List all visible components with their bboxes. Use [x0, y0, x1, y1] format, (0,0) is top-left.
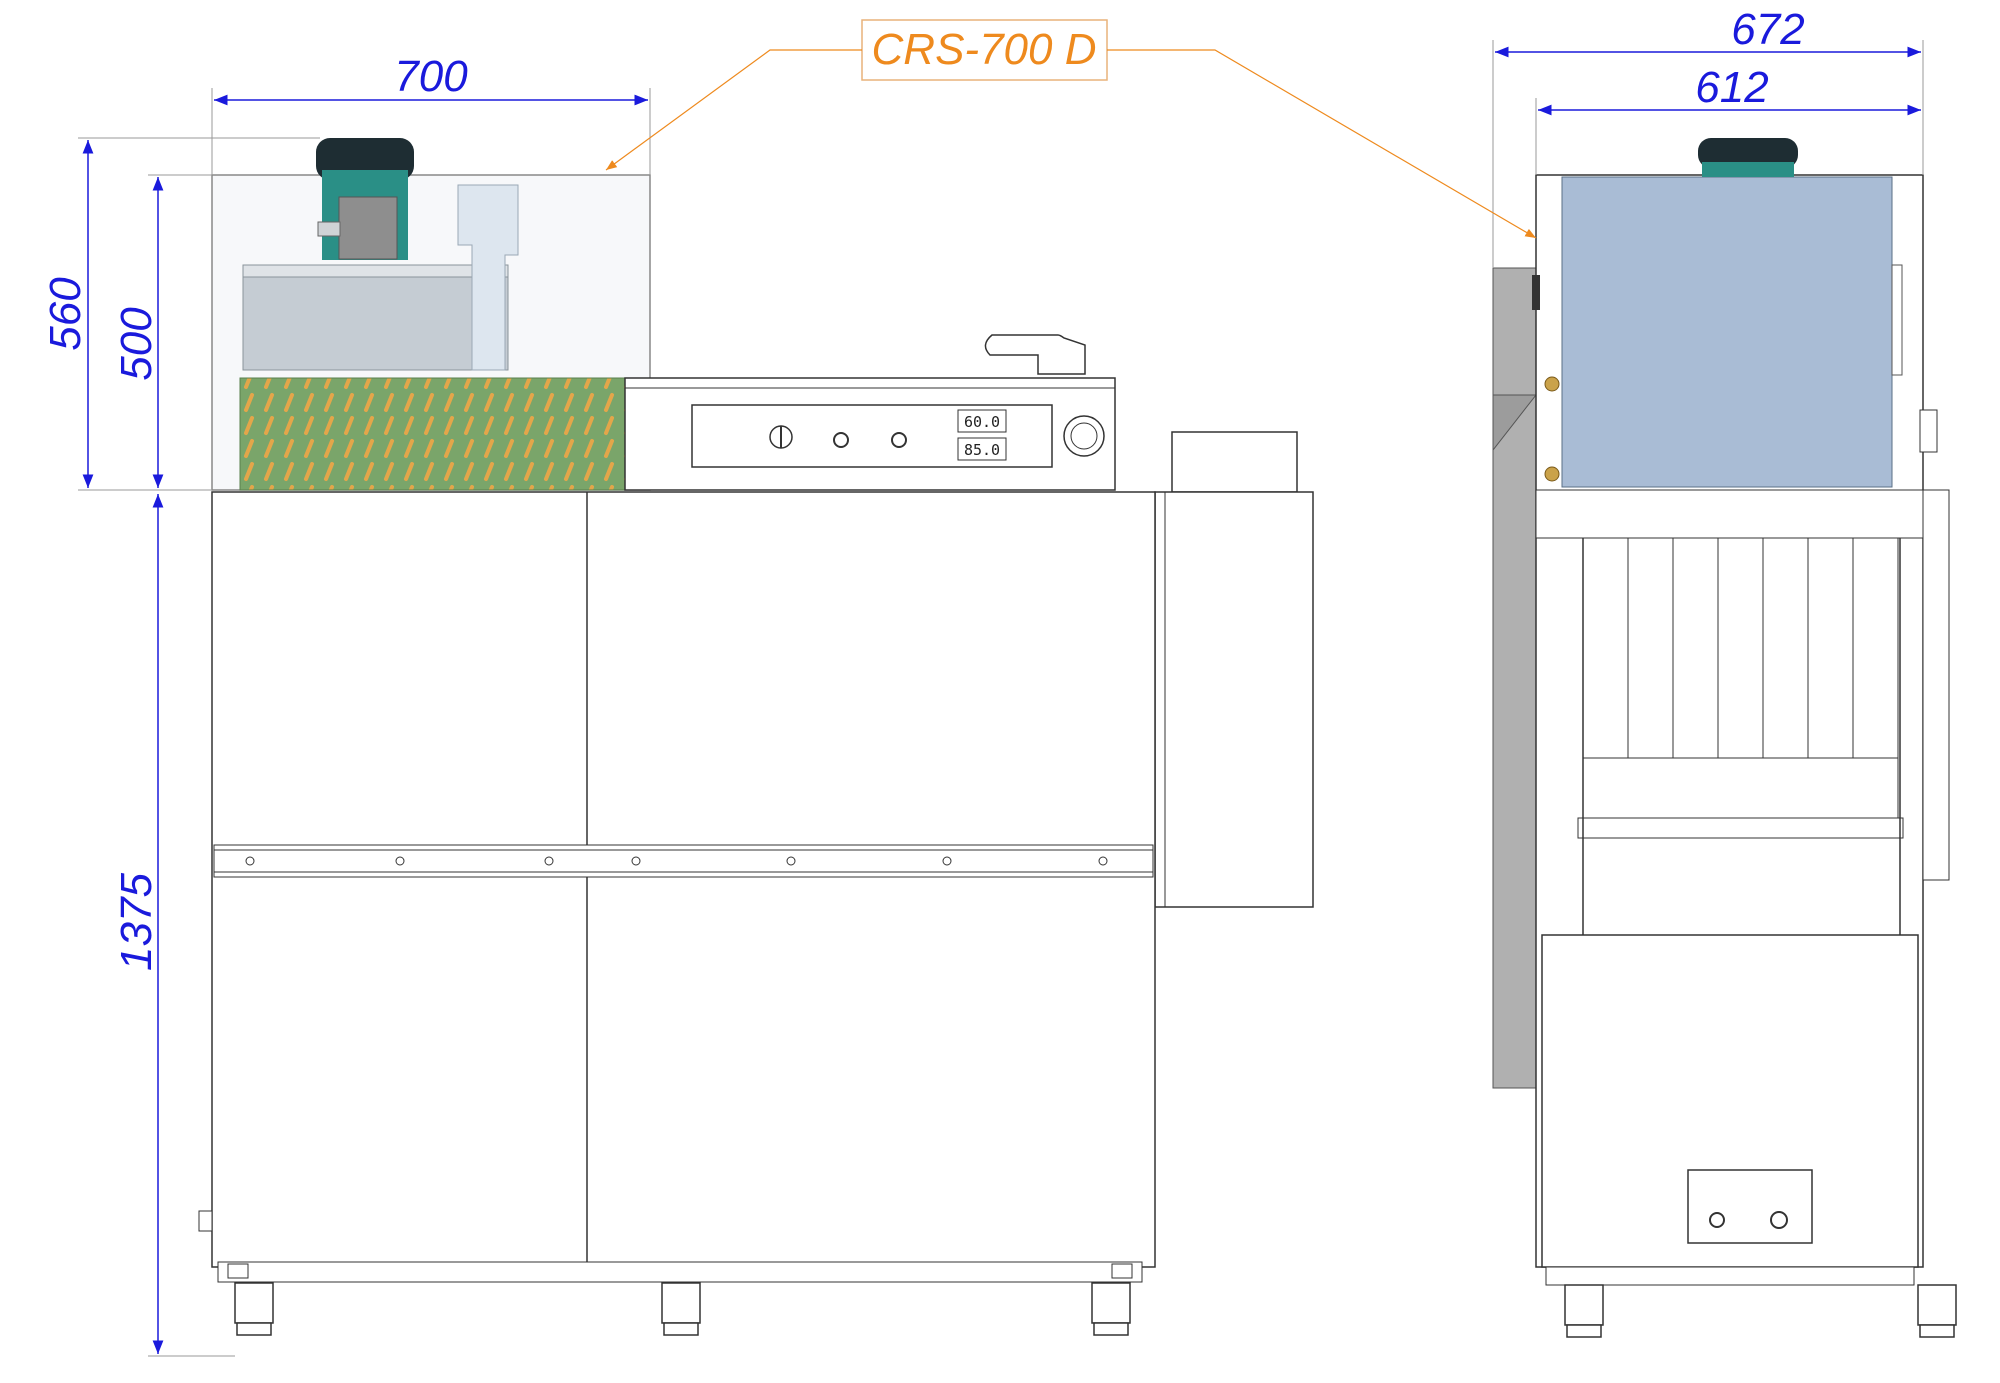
temp-display-2: [957, 437, 1007, 461]
booster-piping: [457, 184, 519, 371]
indicator-light-1: [833, 432, 849, 448]
motor-shaft: [317, 221, 341, 237]
side-top-rail: [1535, 489, 1924, 539]
dim-front-width: 700: [394, 52, 468, 101]
model-label-box: [861, 19, 1108, 81]
booster-tank: [242, 264, 509, 371]
curtain-strips: [1577, 537, 1904, 839]
dim-side-total-width: 672: [1731, 5, 1804, 54]
side-feet: [1564, 1284, 1957, 1338]
indicator-light-2: [891, 432, 907, 448]
dim-machine-height: 1375: [112, 873, 161, 971]
feet: [234, 1282, 1131, 1336]
drain-valve: [198, 1210, 213, 1232]
heat-exchanger-fins: [239, 377, 626, 491]
motor-cap: [316, 138, 414, 180]
front-view: 60.0 85.0: [198, 138, 1314, 1336]
booster-tank-top: [242, 264, 509, 278]
model-callout: CRS-700 D: [605, 19, 1537, 239]
side-control-box[interactable]: [1687, 1169, 1813, 1244]
machine-body: [211, 491, 1156, 1268]
booster-side-panel: [1561, 176, 1893, 488]
dim-booster-body-height: 500: [112, 307, 161, 381]
booster-side-connector: [1919, 409, 1938, 453]
side-view: [1492, 138, 1957, 1338]
motor-terminal-box: [338, 196, 398, 260]
control-handle: [984, 334, 1086, 375]
temp-display-1: [957, 409, 1007, 433]
side-motor-cap: [1698, 138, 1798, 168]
plinth: [217, 1261, 1143, 1283]
dimension-lines: [78, 40, 1924, 1357]
model-label: CRS-700 D: [872, 25, 1097, 74]
side-base: [1545, 1266, 1915, 1286]
side-module: [1154, 491, 1314, 908]
temp-display-2-value: 85.0: [964, 441, 1000, 459]
dim-booster-total-height: 560: [41, 277, 90, 351]
fitting-lower: [1544, 466, 1560, 482]
exhaust-box: [1171, 431, 1298, 493]
temp-display-1-value: 60.0: [964, 413, 1000, 431]
rail-screws: [245, 856, 1108, 866]
side-back-panel: [1492, 267, 1537, 1089]
dim-side-body-width: 612: [1695, 63, 1768, 112]
side-motor-body: [1702, 162, 1794, 177]
fitting-upper: [1544, 376, 1560, 392]
